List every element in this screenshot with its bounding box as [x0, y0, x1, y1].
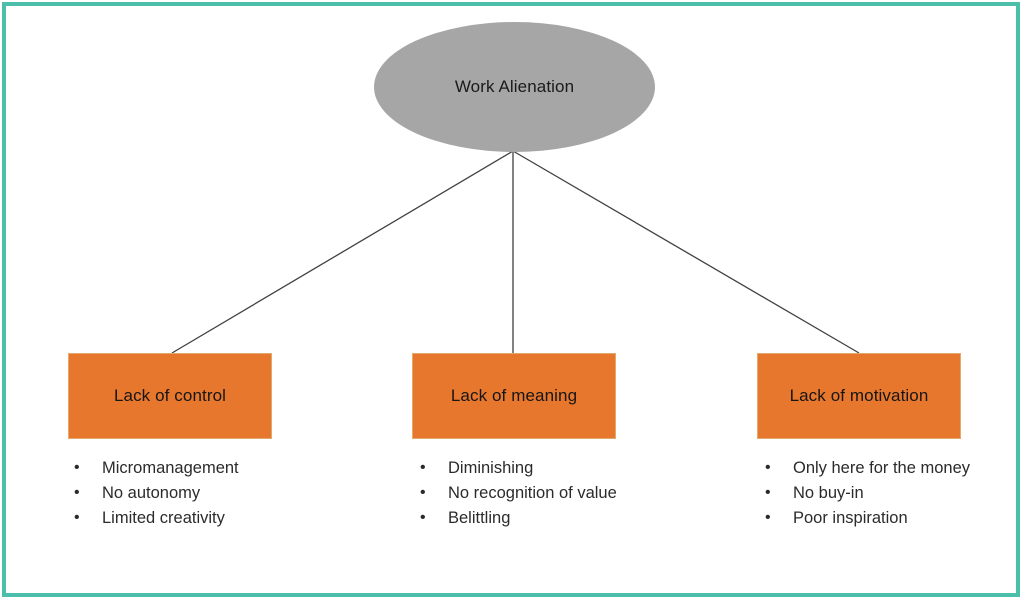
list-item-label: Limited creativity	[102, 509, 225, 527]
connector-line-right	[512, 150, 860, 354]
bullet-dot-icon: •	[74, 484, 80, 501]
bullet-dot-icon: •	[765, 459, 771, 476]
bullet-dot-icon: •	[420, 509, 426, 526]
list-item-label: Micromanagement	[102, 459, 239, 477]
list-item: • Belittling	[412, 506, 642, 530]
list-item-label: No autonomy	[102, 484, 201, 502]
list-item: • No recognition of value	[412, 481, 642, 505]
bullet-dot-icon: •	[765, 509, 771, 526]
list-item: • Only here for the money	[757, 456, 977, 480]
list-item: • No buy-in	[757, 481, 977, 505]
root-node-work-alienation[interactable]: Work Alienation	[374, 22, 655, 152]
bullet-list-lack-of-meaning: • Diminishing • No recognition of value …	[412, 456, 642, 531]
bullet-list-lack-of-motivation: • Only here for the money • No buy-in • …	[757, 456, 977, 531]
list-item-label: Poor inspiration	[793, 509, 908, 527]
list-item-label: No recognition of value	[448, 484, 617, 502]
category-box-lack-of-control[interactable]: Lack of control	[68, 353, 272, 439]
bullet-dot-icon: •	[420, 484, 426, 501]
list-item: • Poor inspiration	[757, 506, 977, 530]
list-item: • Diminishing	[412, 456, 642, 480]
bullet-dot-icon: •	[765, 484, 771, 501]
bullet-dot-icon: •	[74, 509, 80, 526]
list-item: • No autonomy	[66, 481, 306, 505]
bullet-list-lack-of-control: • Micromanagement • No autonomy • Limite…	[66, 456, 306, 531]
list-item-label: No buy-in	[793, 484, 864, 502]
list-item-label: Only here for the money	[793, 459, 971, 477]
category-box-lack-of-motivation[interactable]: Lack of motivation	[757, 353, 961, 439]
category-box-lack-of-meaning[interactable]: Lack of meaning	[412, 353, 616, 439]
list-item: • Micromanagement	[66, 456, 306, 480]
category-box-label: Lack of control	[113, 386, 227, 405]
list-item: • Limited creativity	[66, 506, 306, 530]
bullet-dot-icon: •	[420, 459, 426, 476]
category-box-label: Lack of meaning	[450, 386, 578, 405]
list-item-label: Diminishing	[448, 459, 534, 477]
connector-line-left	[171, 150, 514, 354]
bullet-dot-icon: •	[74, 459, 80, 476]
list-item-label: Belittling	[448, 509, 511, 527]
root-node-label: Work Alienation	[454, 77, 575, 96]
category-box-label: Lack of motivation	[789, 386, 929, 405]
